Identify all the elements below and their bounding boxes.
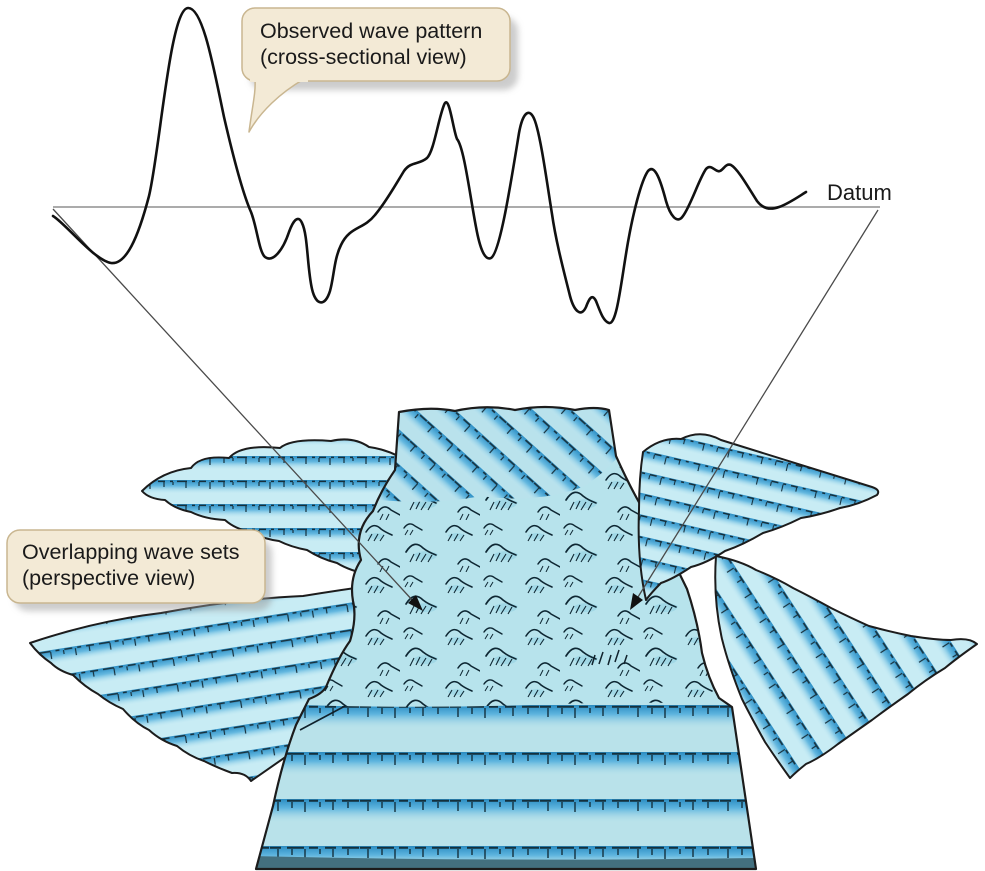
callout-observed-tail-patch [250,74,308,82]
callout-overlapping-box [6,529,266,604]
projection-line-left [52,208,415,603]
arrowhead-left-icon [408,595,423,611]
callout-observed-line2: (cross-sectional view) [260,45,467,69]
callout-overlapping-line2: (perspective view) [22,566,195,590]
central-bottom-edge-strip [256,856,756,869]
arrowhead-right-icon [630,593,643,610]
callout-overlapping-line1: Overlapping wave sets [22,540,240,564]
callout-overlapping: Overlapping wave sets (perspective view) [6,529,272,611]
stray-stroke [299,705,346,731]
central-top-diagonal-waves [370,407,622,502]
wave-sheet-lower-right [714,555,978,779]
callout-observed-tail [248,78,305,133]
hatch-cluster [591,649,628,666]
callout-observed-box [241,7,511,82]
central-sheet-outline [254,405,758,871]
wave-sheet-upper-right [637,433,880,601]
wave-profile-curve [51,6,808,325]
callout-observed-line1: Observed wave pattern [260,19,482,43]
callout-observed: Observed wave pattern (cross-sectional v… [241,7,518,133]
central-bottom-horizontal-waves [256,702,756,869]
datum-label: Datum [827,180,892,205]
projection-line-right [637,209,879,598]
